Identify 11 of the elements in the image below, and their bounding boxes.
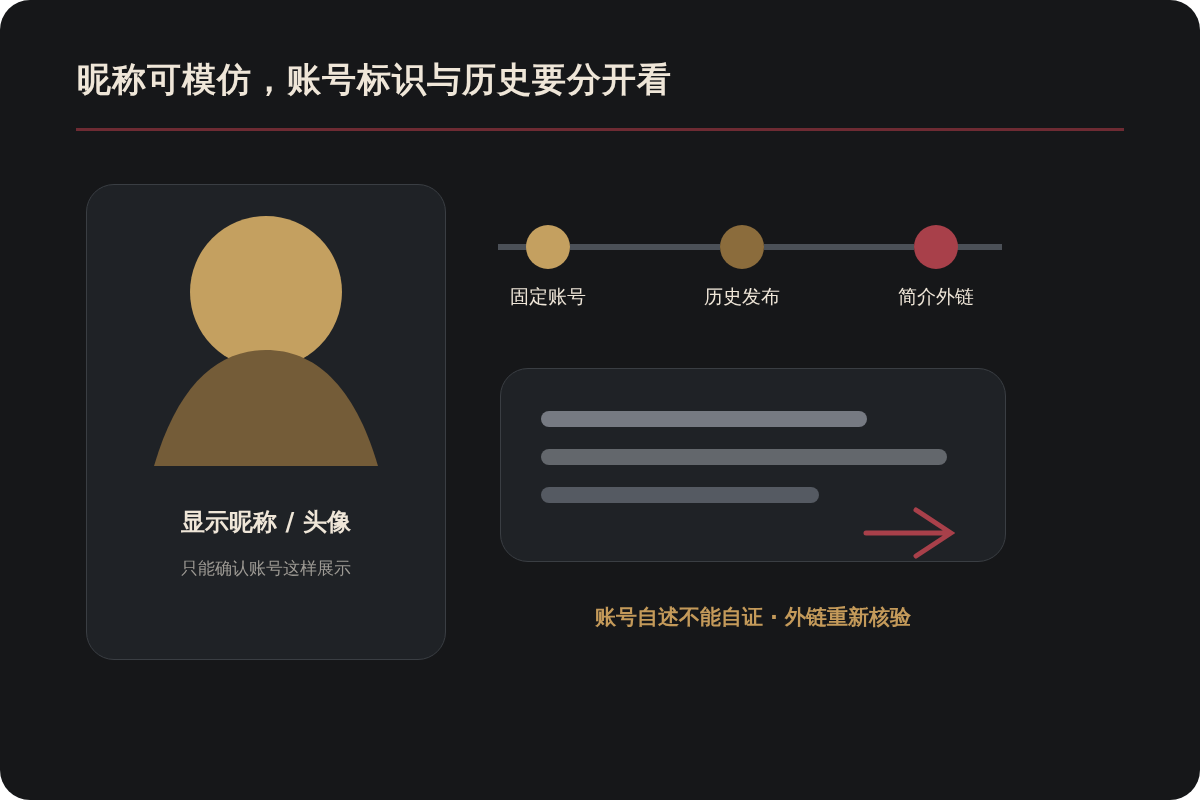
connector-line: [764, 244, 914, 250]
timeline-label: 简介外链: [898, 284, 974, 308]
card-heading: 显示昵称 / 头像: [181, 507, 351, 538]
timeline-label: 历史发布: [704, 284, 780, 308]
caption-text: 账号自述不能自证 · 外链重新核验: [593, 604, 913, 631]
timeline-label: 固定账号: [510, 284, 586, 308]
profile-card: [86, 184, 446, 660]
connector-line: [570, 244, 720, 250]
page-title: 昵称可模仿，账号标识与历史要分开看: [77, 58, 672, 101]
post-card: [500, 368, 1006, 562]
card-subtext: 只能确认账号这样展示: [181, 557, 351, 580]
